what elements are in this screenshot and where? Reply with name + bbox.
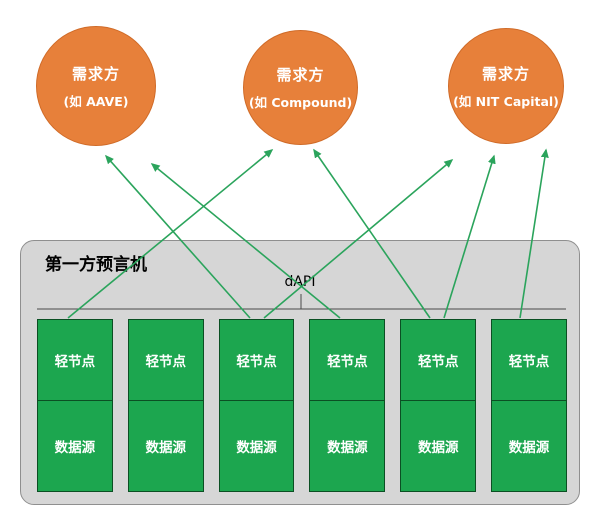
oracle-title: 第一方预言机 <box>45 255 147 275</box>
data-source-cell: 数据源 <box>37 400 113 492</box>
data-source-cell: 数据源 <box>309 400 386 492</box>
demand-node-aave: 需求方 (如 AAVE) <box>36 26 156 146</box>
oracle-container: 第一方预言机 dAPI 轻节点 数据源 轻节点 数据源 轻节点 数据源 轻节点 … <box>20 240 580 505</box>
demand-node-label: 需求方 <box>276 66 325 84</box>
data-source-cell: 数据源 <box>400 400 477 492</box>
demand-node-compound: 需求方 (如 Compound) <box>243 30 358 145</box>
light-node-cell: 轻节点 <box>218 319 295 401</box>
oracle-column: 轻节点 数据源 <box>37 319 113 492</box>
demand-node-label: 需求方 <box>71 64 120 83</box>
oracle-column: 轻节点 数据源 <box>491 319 567 492</box>
oracle-column: 轻节点 数据源 <box>127 319 204 492</box>
demand-node-sublabel: (如 AAVE) <box>63 93 129 109</box>
data-source-cell: 数据源 <box>218 400 295 492</box>
data-source-cell: 数据源 <box>127 400 204 492</box>
demand-node-label: 需求方 <box>481 64 530 83</box>
demand-node-sublabel: (如 NIT Capital) <box>453 93 559 109</box>
demand-node-nit-capital: 需求方 (如 NIT Capital) <box>448 28 564 144</box>
oracle-columns: 轻节点 数据源 轻节点 数据源 轻节点 数据源 轻节点 数据源 轻节点 数据源 … <box>37 319 567 492</box>
oracle-column: 轻节点 数据源 <box>218 319 295 492</box>
light-node-cell: 轻节点 <box>309 319 386 401</box>
light-node-cell: 轻节点 <box>491 319 567 401</box>
light-node-cell: 轻节点 <box>400 319 477 401</box>
light-node-cell: 轻节点 <box>127 319 204 401</box>
data-source-cell: 数据源 <box>491 400 567 492</box>
demand-node-sublabel: (如 Compound) <box>248 95 353 110</box>
oracle-column: 轻节点 数据源 <box>309 319 386 492</box>
dapi-label: dAPI <box>284 274 316 290</box>
light-node-cell: 轻节点 <box>37 319 113 401</box>
oracle-column: 轻节点 数据源 <box>400 319 477 492</box>
